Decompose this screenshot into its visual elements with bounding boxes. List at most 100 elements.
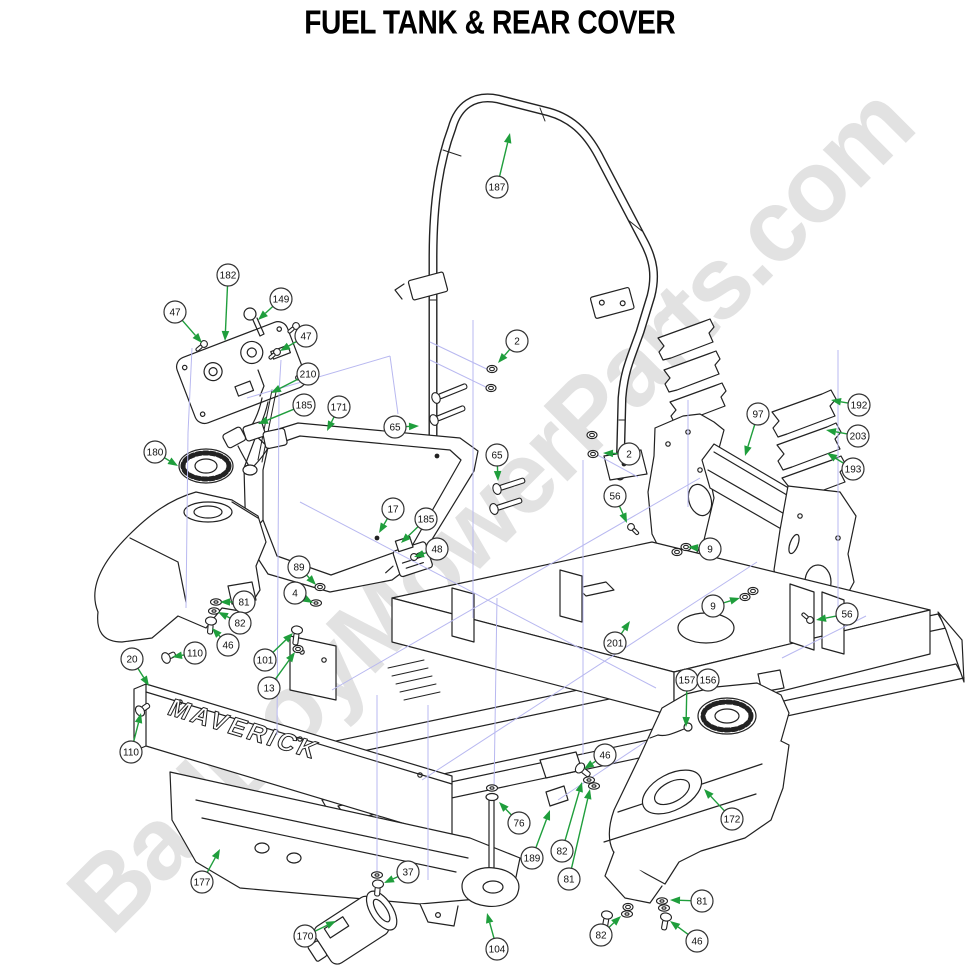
- callout-104: 104: [485, 913, 509, 961]
- leader-line: [723, 600, 731, 604]
- callout-number: 193: [845, 465, 862, 476]
- bolt-icon: [489, 497, 523, 515]
- leader-line: [618, 505, 624, 515]
- callout-number: 185: [296, 401, 313, 412]
- leader-line: [306, 574, 310, 579]
- page-title: FUEL TANK & REAR COVER: [304, 3, 676, 41]
- callout-13: 13: [257, 652, 295, 700]
- leader-arrowhead: [286, 652, 295, 663]
- leader-line: [407, 526, 419, 537]
- screw-icon: [195, 340, 208, 352]
- callout-number: 81: [563, 875, 575, 886]
- leader-arrowhead: [603, 449, 614, 458]
- callout-circle: [617, 442, 641, 466]
- leader-arrowhead: [283, 633, 293, 643]
- callout-37: 37: [384, 860, 420, 884]
- callout-circle: [507, 811, 531, 835]
- nut-icon: [739, 592, 751, 602]
- callout-210: 210: [271, 362, 320, 393]
- callout-number: 210: [300, 370, 317, 381]
- callout-65: 65: [485, 443, 509, 481]
- nut-icon: [314, 582, 326, 592]
- callout-number: 82: [556, 847, 568, 858]
- leader-arrowhead: [816, 614, 827, 622]
- leader-line: [825, 615, 837, 619]
- callout-9: 9: [701, 594, 740, 618]
- bolt-icon: [492, 477, 526, 495]
- leader-arrowhead: [384, 875, 395, 883]
- callout-number: 56: [609, 492, 621, 503]
- callout-number: 56: [841, 610, 853, 621]
- leader-arrowhead: [211, 849, 220, 860]
- washer-icon: [582, 776, 596, 784]
- callout-circle: [383, 415, 407, 439]
- callout-circle: [257, 676, 281, 700]
- callout-circle: [485, 937, 509, 961]
- callout-number: 9: [707, 545, 713, 556]
- callout-number: 156: [700, 676, 717, 687]
- leader-arrowhead: [306, 575, 316, 585]
- leader-arrowhead: [688, 544, 699, 552]
- callout-number: 149: [273, 295, 290, 306]
- nut-icon: [587, 449, 599, 459]
- callout-circle: [143, 440, 167, 464]
- bolt-icon: [161, 651, 177, 664]
- callout-circle: [698, 537, 722, 561]
- callout-circle: [216, 633, 240, 657]
- callout-circle: [120, 647, 144, 671]
- plate-stack-left: [657, 318, 727, 425]
- callout-number: 170: [297, 932, 314, 943]
- callout-2: 2: [603, 442, 641, 466]
- ignition-key: [243, 307, 265, 337]
- callout-number: 65: [389, 423, 401, 434]
- callout-171: 171: [327, 395, 351, 431]
- washer-icon: [657, 904, 671, 912]
- leader-arrowhead: [729, 597, 740, 605]
- washer-icon: [370, 871, 384, 879]
- hardware-fasteners: [134, 322, 814, 931]
- callout-number: 177: [194, 878, 211, 889]
- callout-201: 201: [603, 621, 630, 655]
- leader-line: [164, 457, 170, 462]
- leader-arrowhead: [584, 789, 592, 800]
- nut-icon: [485, 383, 497, 393]
- washer-icon: [620, 910, 634, 918]
- washer-icon: [485, 784, 499, 792]
- nut-icon: [486, 364, 498, 374]
- leader-arrowhead: [486, 913, 494, 924]
- leader-arrowhead: [212, 628, 222, 638]
- callout-number: 171: [331, 403, 348, 414]
- callout-149: 149: [258, 287, 293, 320]
- callout-number: 172: [724, 815, 741, 826]
- callout-4: 4: [283, 581, 313, 605]
- leader-arrowhead: [172, 651, 183, 660]
- callout-182: 182: [216, 263, 240, 341]
- callout-number: 2: [514, 337, 520, 348]
- nut-icon: [747, 586, 759, 596]
- callout-82: 82: [218, 611, 252, 635]
- callout-180: 180: [143, 440, 178, 466]
- callout-number: 2: [626, 450, 632, 461]
- callout-circle: [269, 287, 293, 311]
- callout-circle: [505, 329, 529, 353]
- leader-arrowhead: [611, 916, 621, 926]
- callout-number: 110: [187, 649, 203, 660]
- leader-arrowhead: [140, 675, 149, 686]
- nut-icon: [671, 547, 683, 557]
- callout-81: 81: [220, 590, 256, 614]
- washer-icon: [207, 607, 221, 615]
- callout-number: 46: [599, 751, 611, 762]
- callout-number: 101: [257, 656, 274, 667]
- callout-47: 47: [280, 324, 318, 351]
- callout-177: 177: [190, 849, 220, 894]
- callout-47: 47: [163, 300, 202, 343]
- callout-110: 110: [172, 641, 207, 665]
- callout-number: 157: [679, 676, 696, 687]
- leader-line: [264, 305, 274, 314]
- bolt-icon: [574, 762, 591, 778]
- washer-icon: [587, 782, 601, 790]
- leader-arrowhead: [167, 457, 178, 466]
- callout-circle: [847, 393, 871, 417]
- leader-arrowhead: [498, 352, 508, 363]
